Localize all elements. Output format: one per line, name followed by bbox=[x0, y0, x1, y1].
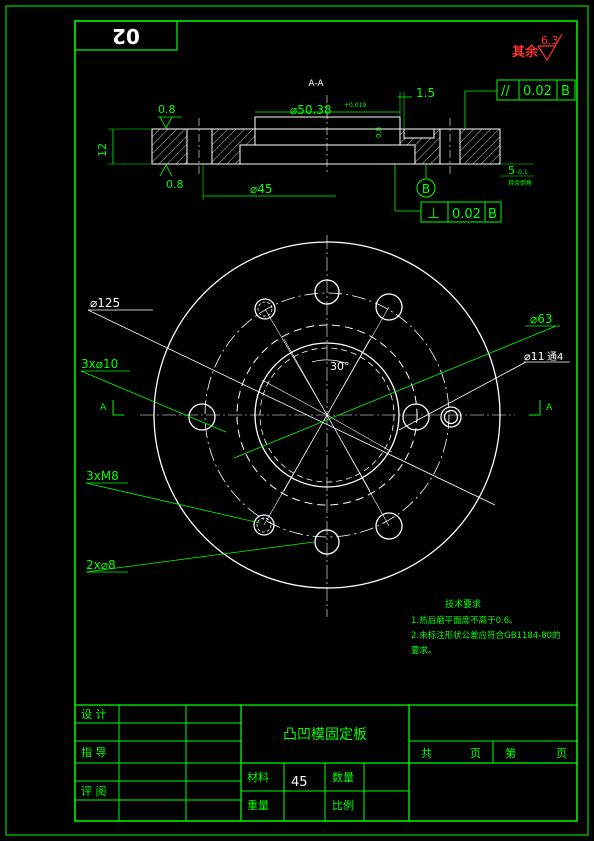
section-step-notch bbox=[403, 128, 435, 139]
hole-right bbox=[402, 403, 430, 431]
tb-design: 设 计 bbox=[81, 708, 107, 721]
section-mark-right-label: A bbox=[546, 403, 553, 413]
dim-threaded-holes: 3xM8 bbox=[86, 469, 119, 483]
tb-guide: 指 导 bbox=[81, 745, 107, 759]
dim-boss: ⌀45 bbox=[250, 182, 273, 196]
datum-label: B bbox=[422, 182, 430, 196]
dim-through-holes: 3x⌀10 bbox=[81, 357, 118, 371]
leader-side-hole bbox=[398, 361, 527, 431]
leader-thread bbox=[85, 482, 261, 524]
notes-line2: 2.未标注形状公差应符合GB1184-80的 bbox=[411, 630, 561, 641]
roughness-other-text: 其余 bbox=[512, 44, 539, 60]
tb-material-value: 45 bbox=[291, 775, 308, 790]
section-dimensions: 12 0.8 0.8 ⌀50.38 +0.019 1.5 0.8 ⌀45 5 -… bbox=[96, 79, 576, 223]
section-view bbox=[151, 95, 501, 175]
leader-pin bbox=[85, 541, 315, 573]
radial-10 bbox=[326, 414, 393, 453]
notes-line1: 1.热后磨平面度不高于0.6。 bbox=[411, 615, 518, 626]
section-mark-left-label: A bbox=[100, 403, 107, 413]
hole-bottom-left-inner bbox=[256, 517, 272, 533]
hole-top-left bbox=[254, 298, 276, 320]
drawing-number: 02 bbox=[112, 24, 140, 48]
leader-bolt bbox=[233, 325, 557, 459]
tol-par-symbol: // bbox=[501, 84, 510, 99]
roughness-other-symbol bbox=[537, 33, 563, 62]
tb-quantity-label: 数量 bbox=[332, 771, 354, 784]
section-mark-left bbox=[112, 400, 124, 416]
hole-top-left-inner bbox=[257, 301, 273, 317]
dim-bolt-circle: ⌀63 bbox=[530, 312, 553, 326]
dim-bore: ⌀50.38 bbox=[290, 103, 332, 117]
sheet-border-inner bbox=[74, 20, 578, 822]
leader-through bbox=[80, 370, 227, 433]
hole-top-right bbox=[375, 293, 403, 321]
tb-scale-label: 比例 bbox=[332, 798, 354, 812]
tol-perp-datum: B bbox=[488, 207, 497, 222]
section-label: A-A bbox=[308, 79, 324, 89]
plan-dimensions: ⌀125 ⌀63 ⌀11 通4 3x⌀10 3xM8 2x⌀8 30° A A bbox=[80, 296, 570, 573]
sheet-border-outer bbox=[5, 5, 589, 836]
plan-view bbox=[87, 235, 527, 617]
hole-side-right bbox=[440, 406, 462, 428]
section-mark-right bbox=[529, 400, 541, 416]
section-right-block bbox=[459, 128, 501, 165]
dim-chamfer: 5 bbox=[508, 164, 515, 177]
tb-page: 页 bbox=[470, 747, 481, 760]
tol-perp-frame bbox=[420, 201, 502, 223]
tb-sheet: 第 bbox=[505, 746, 516, 760]
dim-outer: ⌀125 bbox=[90, 296, 120, 310]
dim-thickness: 12 bbox=[96, 143, 109, 157]
radial-6 bbox=[326, 338, 371, 416]
title-block bbox=[75, 704, 577, 821]
angle-arc bbox=[311, 359, 346, 364]
hole-bottom-right bbox=[375, 512, 403, 540]
dim-side-hole-extra: 通4 bbox=[547, 351, 563, 363]
dim-bore-tol: +0.019 bbox=[344, 102, 366, 109]
leader-outer bbox=[87, 309, 496, 506]
radial-9 bbox=[261, 379, 328, 416]
tol-par-frame bbox=[496, 79, 576, 101]
dim-pin-holes: 2x⌀8 bbox=[86, 558, 116, 572]
tb-part-name: 凸凹模固定板 bbox=[283, 727, 367, 743]
dim-side-hole: ⌀11 bbox=[524, 350, 545, 363]
radial-5 bbox=[283, 338, 328, 416]
notes-title: 技术要求 bbox=[445, 598, 481, 610]
tol-par-value: 0.02 bbox=[523, 84, 552, 99]
title-block-text: 设 计 指 导 评 阅 凸凹模固定板 共 页 第 页 材料 45 数量 重量 比… bbox=[81, 708, 567, 812]
notes-line3: 要求。 bbox=[411, 645, 437, 656]
datum-circle bbox=[416, 178, 436, 198]
dim-angle: 30° bbox=[330, 360, 350, 373]
drawing-number-box bbox=[74, 20, 178, 51]
hole-side-right-inner bbox=[443, 409, 459, 425]
dim-step-width: 1.5 bbox=[416, 86, 435, 100]
roughness-top-value: 0.8 bbox=[158, 103, 176, 116]
roughness-bottom-symbol bbox=[159, 164, 173, 177]
roughness-bottom-value: 0.8 bbox=[166, 178, 184, 191]
hole-bottom-left bbox=[253, 514, 275, 536]
section-bore-step bbox=[254, 116, 401, 130]
tb-review: 评 阅 bbox=[81, 785, 107, 798]
radial-7 bbox=[283, 414, 328, 492]
tb-weight-label: 重量 bbox=[247, 798, 269, 812]
section-left-block bbox=[151, 128, 188, 165]
chamfer-note: 其余倒角 bbox=[508, 179, 532, 187]
tb-page2: 页 bbox=[556, 747, 567, 760]
tol-perp-value: 0.02 bbox=[452, 207, 481, 222]
tb-total: 共 bbox=[421, 747, 432, 760]
roughness-other: 其余 6.3 bbox=[512, 33, 563, 62]
dim-chamfer-tol: -0.1 bbox=[516, 169, 528, 176]
tol-par-datum: B bbox=[561, 84, 570, 99]
tb-material-label: 材料 bbox=[247, 770, 269, 784]
tol-perp-symbol: ⊥ bbox=[427, 204, 440, 222]
roughness-other-value: 6.3 bbox=[541, 34, 559, 47]
hole-left bbox=[188, 403, 216, 431]
dim-step-depth: 0.8 bbox=[375, 127, 383, 138]
tech-notes: 技术要求 1.热后磨平面度不高于0.6。 2.未标注形状公差应符合GB1184-… bbox=[411, 598, 561, 656]
roughness-top-symbol bbox=[159, 116, 173, 129]
